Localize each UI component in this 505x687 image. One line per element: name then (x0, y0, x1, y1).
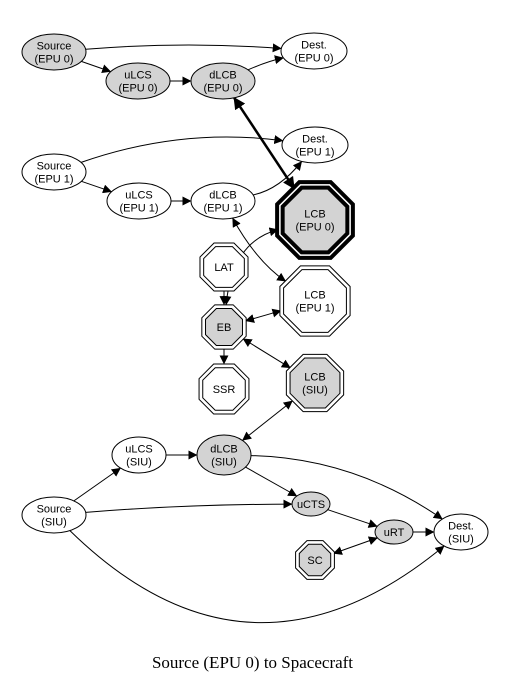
node-label: uLCS (125, 444, 153, 456)
node-eb: EB (201, 304, 247, 350)
node-label: uRT (384, 527, 405, 539)
node-label: EB (217, 322, 232, 334)
edge-dlcb-siu-to-ucts (245, 466, 298, 497)
node-src-siu: Source(SIU) (21, 496, 87, 534)
node-dest-epu1: Dest.(EPU 1) (281, 126, 349, 164)
edge-eb-to-lcb-epu1 (245, 308, 282, 323)
node-label: (EPU 1) (119, 203, 158, 215)
diagram-caption: Source (EPU 0) to Spacecraft (151, 653, 354, 672)
node-dlcb-epu0: dLCB(EPU 0) (190, 62, 256, 100)
edge-src-epu1-to-dest-epu1 (80, 135, 284, 163)
node-lcb-epu1: LCB(EPU 1) (279, 265, 351, 337)
node-label: Source (37, 161, 72, 173)
node-label: Dest. (448, 521, 474, 533)
node-label: LAT (214, 262, 234, 274)
node-src-epu0: Source(EPU 0) (21, 33, 87, 71)
node-dlcb-epu1: dLCB(EPU 1) (190, 182, 256, 220)
node-label: Dest. (301, 40, 327, 52)
node-label: LCB (304, 290, 325, 302)
node-label: LCB (304, 372, 325, 384)
node-label: uCTS (297, 499, 325, 511)
network-diagram: Source(EPU 0)uLCS(EPU 0)dLCB(EPU 0)Dest.… (21, 32, 489, 623)
node-label: (EPU 0) (118, 83, 157, 95)
edge-sc-to-urt (332, 536, 378, 555)
edge-src-siu-to-ulcs-siu (73, 467, 121, 502)
node-label: (EPU 0) (294, 53, 333, 65)
node-label: (SIU) (302, 385, 328, 397)
edge-eb-to-lcb-siu (242, 338, 291, 369)
node-label: (EPU 1) (203, 203, 242, 215)
node-lcb-siu: LCB(SIU) (285, 353, 345, 413)
edge-src-siu-to-ucts (85, 499, 293, 513)
node-label: dLCB (209, 190, 237, 202)
node-label: SC (307, 555, 322, 567)
node-label: SSR (213, 384, 236, 396)
node-dest-siu: Dest.(SIU) (433, 513, 489, 551)
edge-src-siu-to-dest-siu (69, 530, 445, 623)
nodes-layer: Source(EPU 0)uLCS(EPU 0)dLCB(EPU 0)Dest.… (21, 32, 489, 580)
node-ulcs-epu0: uLCS(EPU 0) (105, 62, 171, 100)
node-dlcb-siu: dLCB(SIU) (196, 434, 252, 476)
node-sc: SC (295, 540, 335, 580)
edge-dlcb-epu1-to-dest-epu1 (252, 161, 303, 196)
edge-dlcb-epu0-to-lcb-epu0 (233, 96, 296, 190)
node-dest-epu0: Dest.(EPU 0) (280, 32, 348, 70)
node-label: Dest. (302, 134, 328, 146)
node-label: (EPU 1) (295, 147, 334, 159)
node-label: (SIU) (126, 457, 152, 469)
node-label: LCB (304, 209, 325, 221)
edge-dlcb-epu0-to-dest-epu0 (247, 55, 284, 71)
node-ulcs-siu: uLCS(SIU) (111, 436, 167, 474)
node-label: (SIU) (448, 534, 474, 546)
node-label: (SIU) (41, 517, 67, 529)
node-ulcs-epu1: uLCS(EPU 1) (106, 182, 172, 220)
node-src-epu1: Source(EPU 1) (21, 153, 87, 191)
edge-src-epu0-to-dest-epu0 (85, 43, 282, 53)
node-urt: uRT (374, 519, 414, 545)
node-label: Source (37, 41, 72, 53)
node-label: (SIU) (211, 457, 237, 469)
node-label: (EPU 0) (34, 54, 73, 66)
edge-dlcb-siu-to-lcb-siu (242, 400, 293, 441)
node-label: (EPU 0) (295, 222, 334, 234)
node-lat: LAT (199, 242, 249, 292)
node-label: dLCB (209, 70, 237, 82)
node-label: (EPU 0) (203, 83, 242, 95)
node-label: Source (37, 504, 72, 516)
node-label: uLCS (124, 70, 152, 82)
node-label: uLCS (125, 190, 153, 202)
node-ucts: uCTS (291, 491, 331, 517)
edges-layer (69, 43, 445, 623)
node-lcb-epu0: LCB(EPU 0) (275, 180, 355, 260)
node-label: (EPU 1) (34, 174, 73, 186)
edge-ucts-to-urt (327, 509, 378, 528)
node-label: dLCB (210, 444, 238, 456)
edge-src-epu1-to-ulcs-epu1 (81, 180, 113, 194)
edge-src-epu0-to-ulcs-epu0 (81, 60, 112, 74)
node-label: (EPU 1) (295, 303, 334, 315)
edge-dlcb-siu-to-dest-siu (250, 455, 443, 520)
node-ssr: SSR (198, 363, 250, 415)
